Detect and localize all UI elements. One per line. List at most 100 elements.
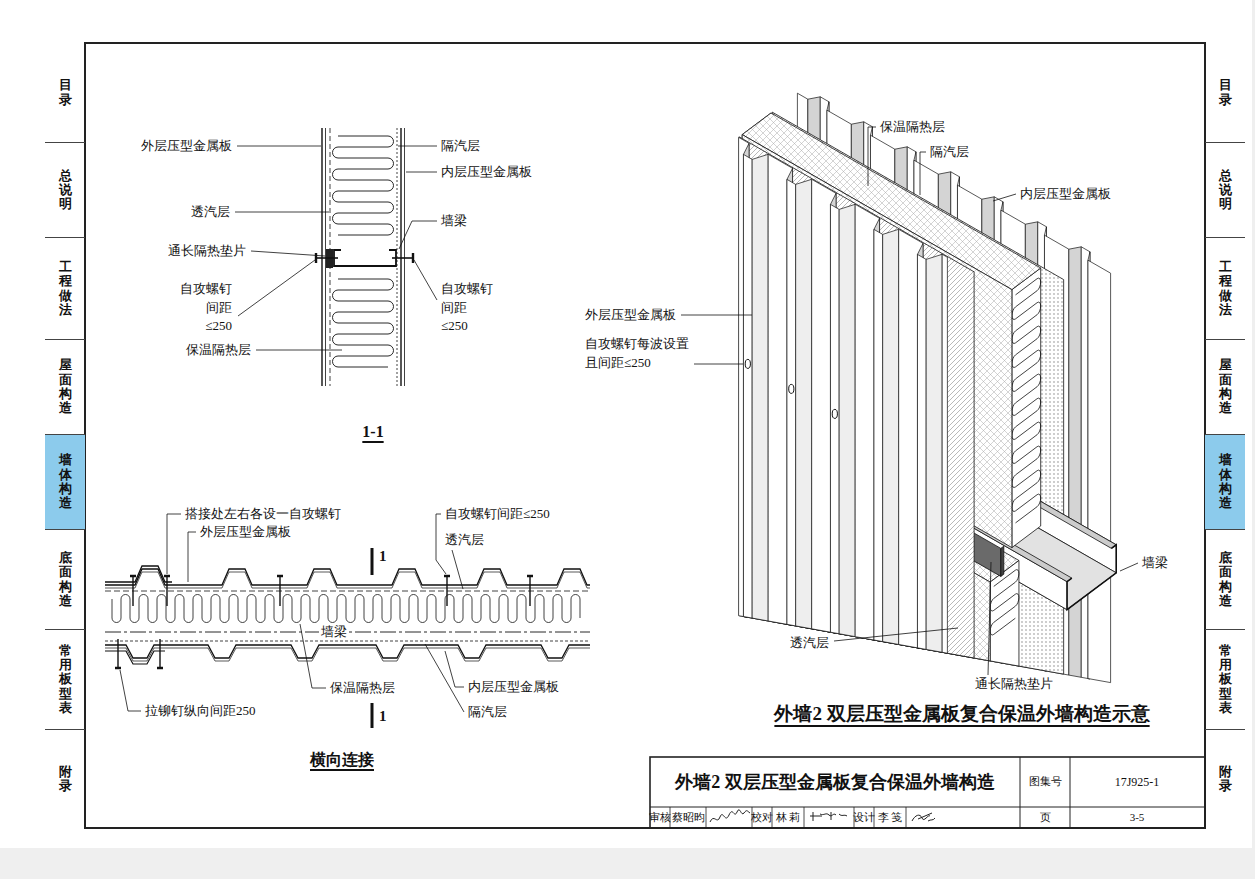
signature: [912, 813, 935, 821]
note: 自攻螺钉每波设置 且间距≤250: [585, 335, 689, 373]
title-block-cell: 蔡昭昀: [672, 811, 705, 825]
part-label: 外层压型金属板: [141, 138, 232, 154]
insulation-fibre: [990, 570, 1019, 635]
part-label: 通长隔热垫片: [168, 243, 246, 259]
tab-label: 工程做法: [59, 260, 72, 317]
outer-panel: [874, 229, 883, 641]
screw: [279, 577, 280, 606]
part-label: 保温隔热层: [186, 342, 251, 358]
note: 搭接处左右各设一自攻螺钉: [185, 506, 341, 522]
tab-label: 常用板型表: [59, 644, 72, 715]
view-caption: 外墙2 双层压型金属板复合保温外墙构造示意: [774, 702, 1149, 726]
side-tab: 常用板型表: [1205, 630, 1245, 730]
leader-line: [445, 651, 464, 687]
insulation: [1012, 268, 1041, 548]
section-number: 1: [379, 547, 387, 566]
view-caption: 横向连接: [310, 750, 374, 770]
part-label: 外层压型金属板: [200, 524, 291, 540]
leader-line: [920, 152, 926, 195]
part-label: 透汽层: [191, 204, 230, 220]
screw-head: [130, 575, 136, 578]
part-label: 外层压型金属板: [585, 307, 676, 323]
horizontal-joint: [105, 548, 590, 728]
tab-label: 底面构造: [1219, 551, 1232, 608]
rivet-head: [157, 667, 163, 670]
insulation: [112, 595, 580, 623]
part-label: 内层压型金属板: [1020, 186, 1111, 202]
title-block-cell: 设计: [853, 811, 875, 825]
title-block-cell: 校对: [751, 811, 773, 825]
note: 拉铆钉纵向间距250: [145, 703, 256, 719]
view-caption: 1-1: [362, 422, 383, 442]
screw: [392, 257, 413, 259]
part-label: 墙梁: [319, 624, 349, 640]
title-block-cell: 李 笺: [878, 811, 903, 825]
leader-line: [834, 628, 958, 641]
part-label: 墙梁: [1142, 555, 1168, 571]
part-label: 保温隔热层: [186, 342, 251, 358]
part-label: 透汽层: [445, 532, 484, 548]
screw: [132, 577, 133, 606]
leader-line: [256, 350, 342, 351]
inner-panel: [400, 128, 401, 386]
vapour-barrier: [105, 641, 590, 642]
side-tab: 工程做法: [45, 238, 85, 340]
leader-line: [436, 514, 446, 574]
screw: [316, 257, 338, 259]
leader-line: [1120, 563, 1138, 571]
screw: [529, 577, 530, 606]
section-mark: [371, 548, 374, 575]
breather-membrane: [105, 591, 590, 592]
tab-label: 屋面构造: [59, 358, 72, 415]
section-number: 1: [379, 547, 387, 566]
insulation: [990, 561, 1019, 667]
note: 自攻螺钉 间距≤250: [441, 280, 493, 337]
part-label: 通长隔热垫片: [975, 676, 1053, 692]
screw-head: [164, 575, 170, 578]
note: 自攻螺钉间距≤250: [445, 506, 550, 522]
screw: [446, 577, 447, 606]
side-tab: 附录: [1205, 730, 1245, 828]
section-mark: [371, 703, 374, 728]
outer-panel: [325, 128, 326, 386]
part-label: 隔汽层: [930, 144, 969, 160]
leader-line: [694, 364, 743, 365]
tab-label: 目录: [59, 78, 72, 107]
title-block-cell: 校对: [751, 811, 773, 825]
leader-line: [425, 644, 464, 712]
screw-head: [444, 575, 450, 578]
tab-label: 附录: [1219, 765, 1232, 794]
tab-label: 总说明: [1219, 169, 1232, 212]
rivet: [159, 639, 160, 668]
title-block-rule: [670, 807, 906, 828]
part-label: 通长隔热垫片: [975, 676, 1053, 692]
drawing-title: 外墙2 双层压型金属板复合保温外墙构造: [675, 771, 995, 794]
leader-line: [251, 251, 325, 256]
inner-panel: [105, 645, 590, 658]
wall-girt: [334, 250, 396, 266]
outer-panel: [321, 128, 322, 386]
part-label: 内层压型金属板: [441, 164, 532, 180]
side-tab: 墙体构造: [1205, 435, 1245, 530]
part-label: 外层压型金属板: [200, 524, 291, 540]
screw-head: [745, 359, 750, 368]
part-label: 隔汽层: [441, 138, 480, 154]
tab-label: 墙体构造: [1219, 453, 1232, 510]
outer-panel: [796, 179, 812, 629]
insulation: [333, 136, 394, 235]
side-tab: 总说明: [1205, 143, 1245, 238]
part-label: 内层压型金属板: [441, 164, 532, 180]
leader-line: [681, 315, 752, 316]
note: 自攻螺钉每波设置 且间距≤250: [585, 335, 689, 373]
tab-label: 工程做法: [1219, 260, 1232, 317]
section-number: 1: [379, 707, 387, 726]
outer-panel: [105, 569, 590, 585]
leader-line: [235, 212, 329, 213]
composite-wall-isometric: [739, 93, 1117, 682]
title-block-border: [650, 757, 1205, 828]
view-caption: 外墙2 双层压型金属板复合保温外墙构造示意: [774, 702, 1149, 726]
screw-head: [832, 409, 837, 418]
sheet-frame: [85, 43, 1205, 828]
section-1-1: [316, 128, 413, 386]
